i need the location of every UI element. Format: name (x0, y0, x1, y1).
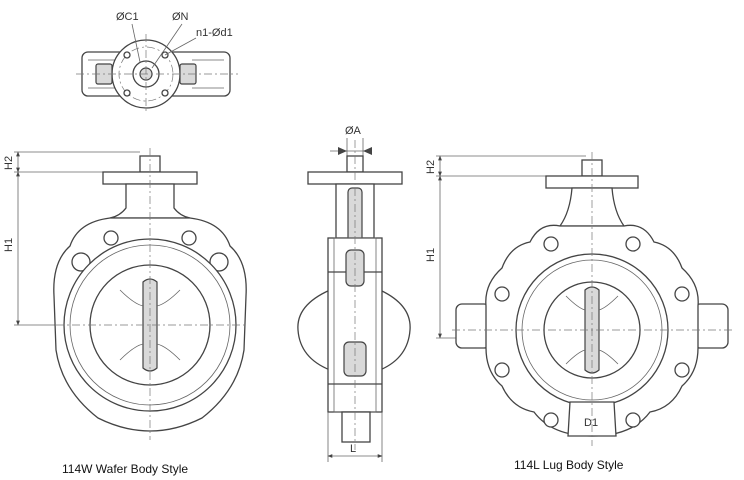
lug-bolt-hole (494, 286, 510, 302)
side-arrow-a-right (363, 147, 372, 155)
side-label-l: L (350, 443, 356, 455)
lug-label-h1: H1 (425, 248, 437, 262)
wafer-ear-hole (103, 230, 119, 246)
lug-view: H2 H1 D1 114L Lug Body Style (425, 152, 732, 472)
wafer-view: H2 H1 114W Wafer Body Style (3, 148, 247, 476)
side-disc-left (297, 289, 331, 371)
lug-boss-left (455, 303, 491, 349)
lug-boss-right (693, 303, 729, 349)
wafer-disc-contours (119, 289, 181, 361)
lug-bolt-hole (543, 412, 559, 428)
wafer-label-h1: H1 (3, 238, 15, 252)
lug-bolt-hole (543, 236, 559, 252)
lug-bolt-hole (674, 286, 690, 302)
lug-bolt-hole (625, 236, 641, 252)
top-view: ØC1 ØN n1-Ød1 (76, 11, 238, 114)
side-disc-right (379, 288, 411, 371)
label-n: ØN (172, 11, 189, 23)
lug-caption: 114L Lug Body Style (514, 458, 624, 472)
lug-label-h2: H2 (425, 160, 437, 174)
label-c1: ØC1 (116, 11, 139, 23)
lug-label-d1: D1 (584, 417, 598, 429)
wafer-ear-hole (209, 252, 229, 272)
wafer-ear-hole (181, 230, 197, 246)
leader-holes (164, 37, 197, 56)
top-flange-edges (88, 59, 224, 89)
side-label-a: ØA (345, 125, 362, 137)
wafer-caption: 114W Wafer Body Style (62, 462, 188, 476)
leader-n (151, 23, 183, 69)
top-bolt-hole (161, 89, 169, 97)
side-arrow-a-left (338, 147, 347, 155)
top-bolt-hole (123, 51, 131, 59)
side-bottom-stub (341, 411, 371, 443)
label-holes: n1-Ød1 (196, 27, 233, 39)
lug-bolt-hole (494, 362, 510, 378)
top-bolt-hole (123, 89, 131, 97)
lug-bolt-hole (625, 412, 641, 428)
leader-c1 (131, 23, 141, 63)
side-view: ØA L (297, 125, 411, 462)
wafer-ear-hole (71, 252, 91, 272)
wafer-label-h2: H2 (3, 156, 15, 170)
lug-disc-contours (565, 295, 619, 365)
lug-bolt-hole (674, 362, 690, 378)
